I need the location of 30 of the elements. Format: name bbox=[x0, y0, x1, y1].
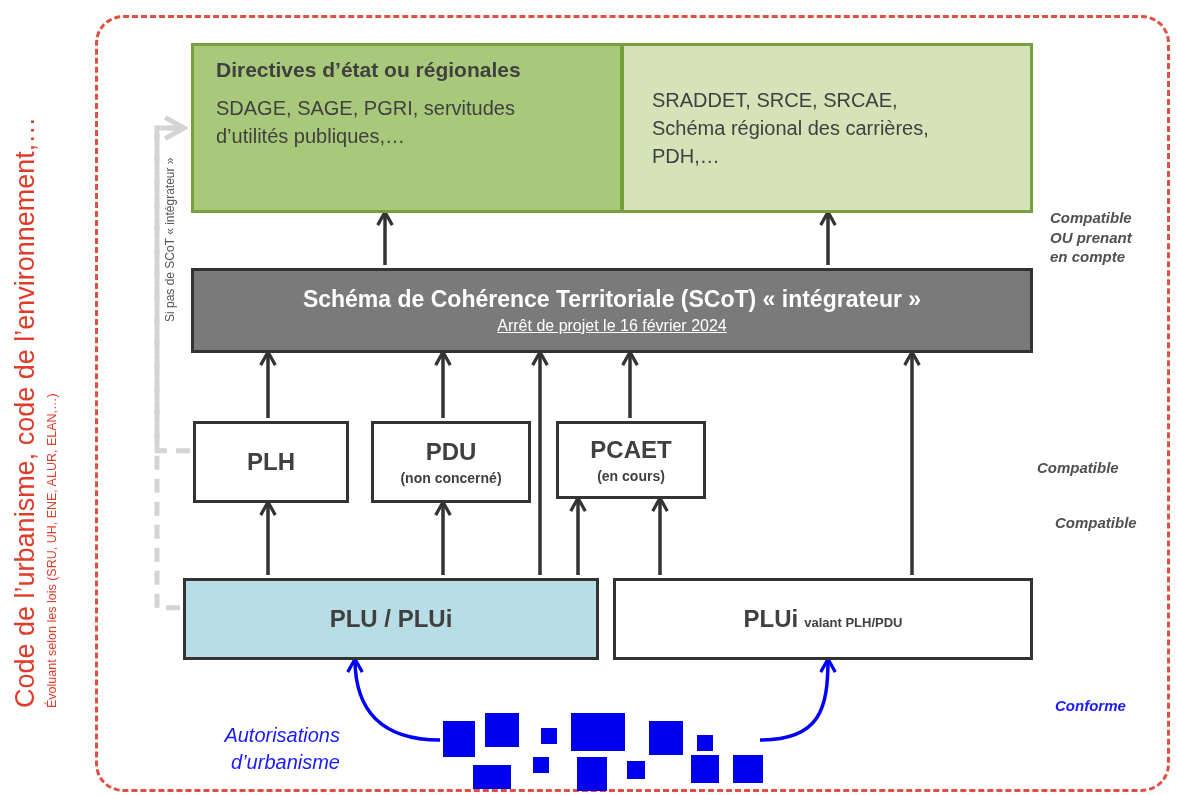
box-subtitle: Arrêt de projet le 16 février 2024 bbox=[497, 317, 727, 335]
box-text: SRADDET, SRCE, SRCAE, Schéma régional des carrières, PDH,… bbox=[652, 88, 930, 169]
relation-label: Compatible bbox=[1037, 458, 1119, 478]
plan-box bbox=[556, 421, 706, 499]
side-note: Si pas de SCoT « intégrateur » bbox=[163, 157, 177, 322]
frame-title: Code de l’urbanisme, code de l’environnement,… bbox=[10, 116, 41, 708]
box-text: SDAGE, SAGE, PGRI, servitudes d’utilités publiques,… bbox=[216, 96, 516, 149]
plan-box bbox=[371, 421, 531, 503]
plan-box bbox=[621, 43, 1033, 213]
relation-label: Conforme bbox=[1055, 696, 1126, 716]
plan-box bbox=[191, 268, 1033, 353]
box-title: PLU / PLUi bbox=[329, 605, 453, 633]
box-title: PDU bbox=[425, 438, 477, 466]
plan-box bbox=[191, 43, 623, 213]
box-note: (en cours) bbox=[597, 468, 665, 484]
box-title: PCAET bbox=[590, 436, 672, 464]
plan-box bbox=[613, 578, 1033, 660]
box-title: PLH bbox=[247, 448, 295, 476]
relation-label: Compatible OU prenant en compte bbox=[1050, 208, 1134, 267]
box-heading: Directives d’état ou régionales bbox=[216, 58, 522, 82]
box-title: PLUi bbox=[743, 605, 799, 633]
caption-text: Autorisations d’urbanisme bbox=[222, 723, 340, 775]
box-note: valant PLH/PDU bbox=[804, 615, 903, 630]
relation-label: Compatible bbox=[1055, 513, 1137, 533]
dashed-arrow bbox=[154, 115, 187, 611]
box-heading: Schéma de Cohérence Territoriale (SCoT) « intégrateur » bbox=[302, 286, 922, 313]
plan-box bbox=[183, 578, 599, 660]
plan-box bbox=[193, 421, 349, 503]
box-note: (non concerné) bbox=[400, 470, 502, 486]
frame-subtitle: Évoluant selon les lois (SRU, UH, ENE, ALUR, ELAN,…) bbox=[45, 392, 59, 708]
